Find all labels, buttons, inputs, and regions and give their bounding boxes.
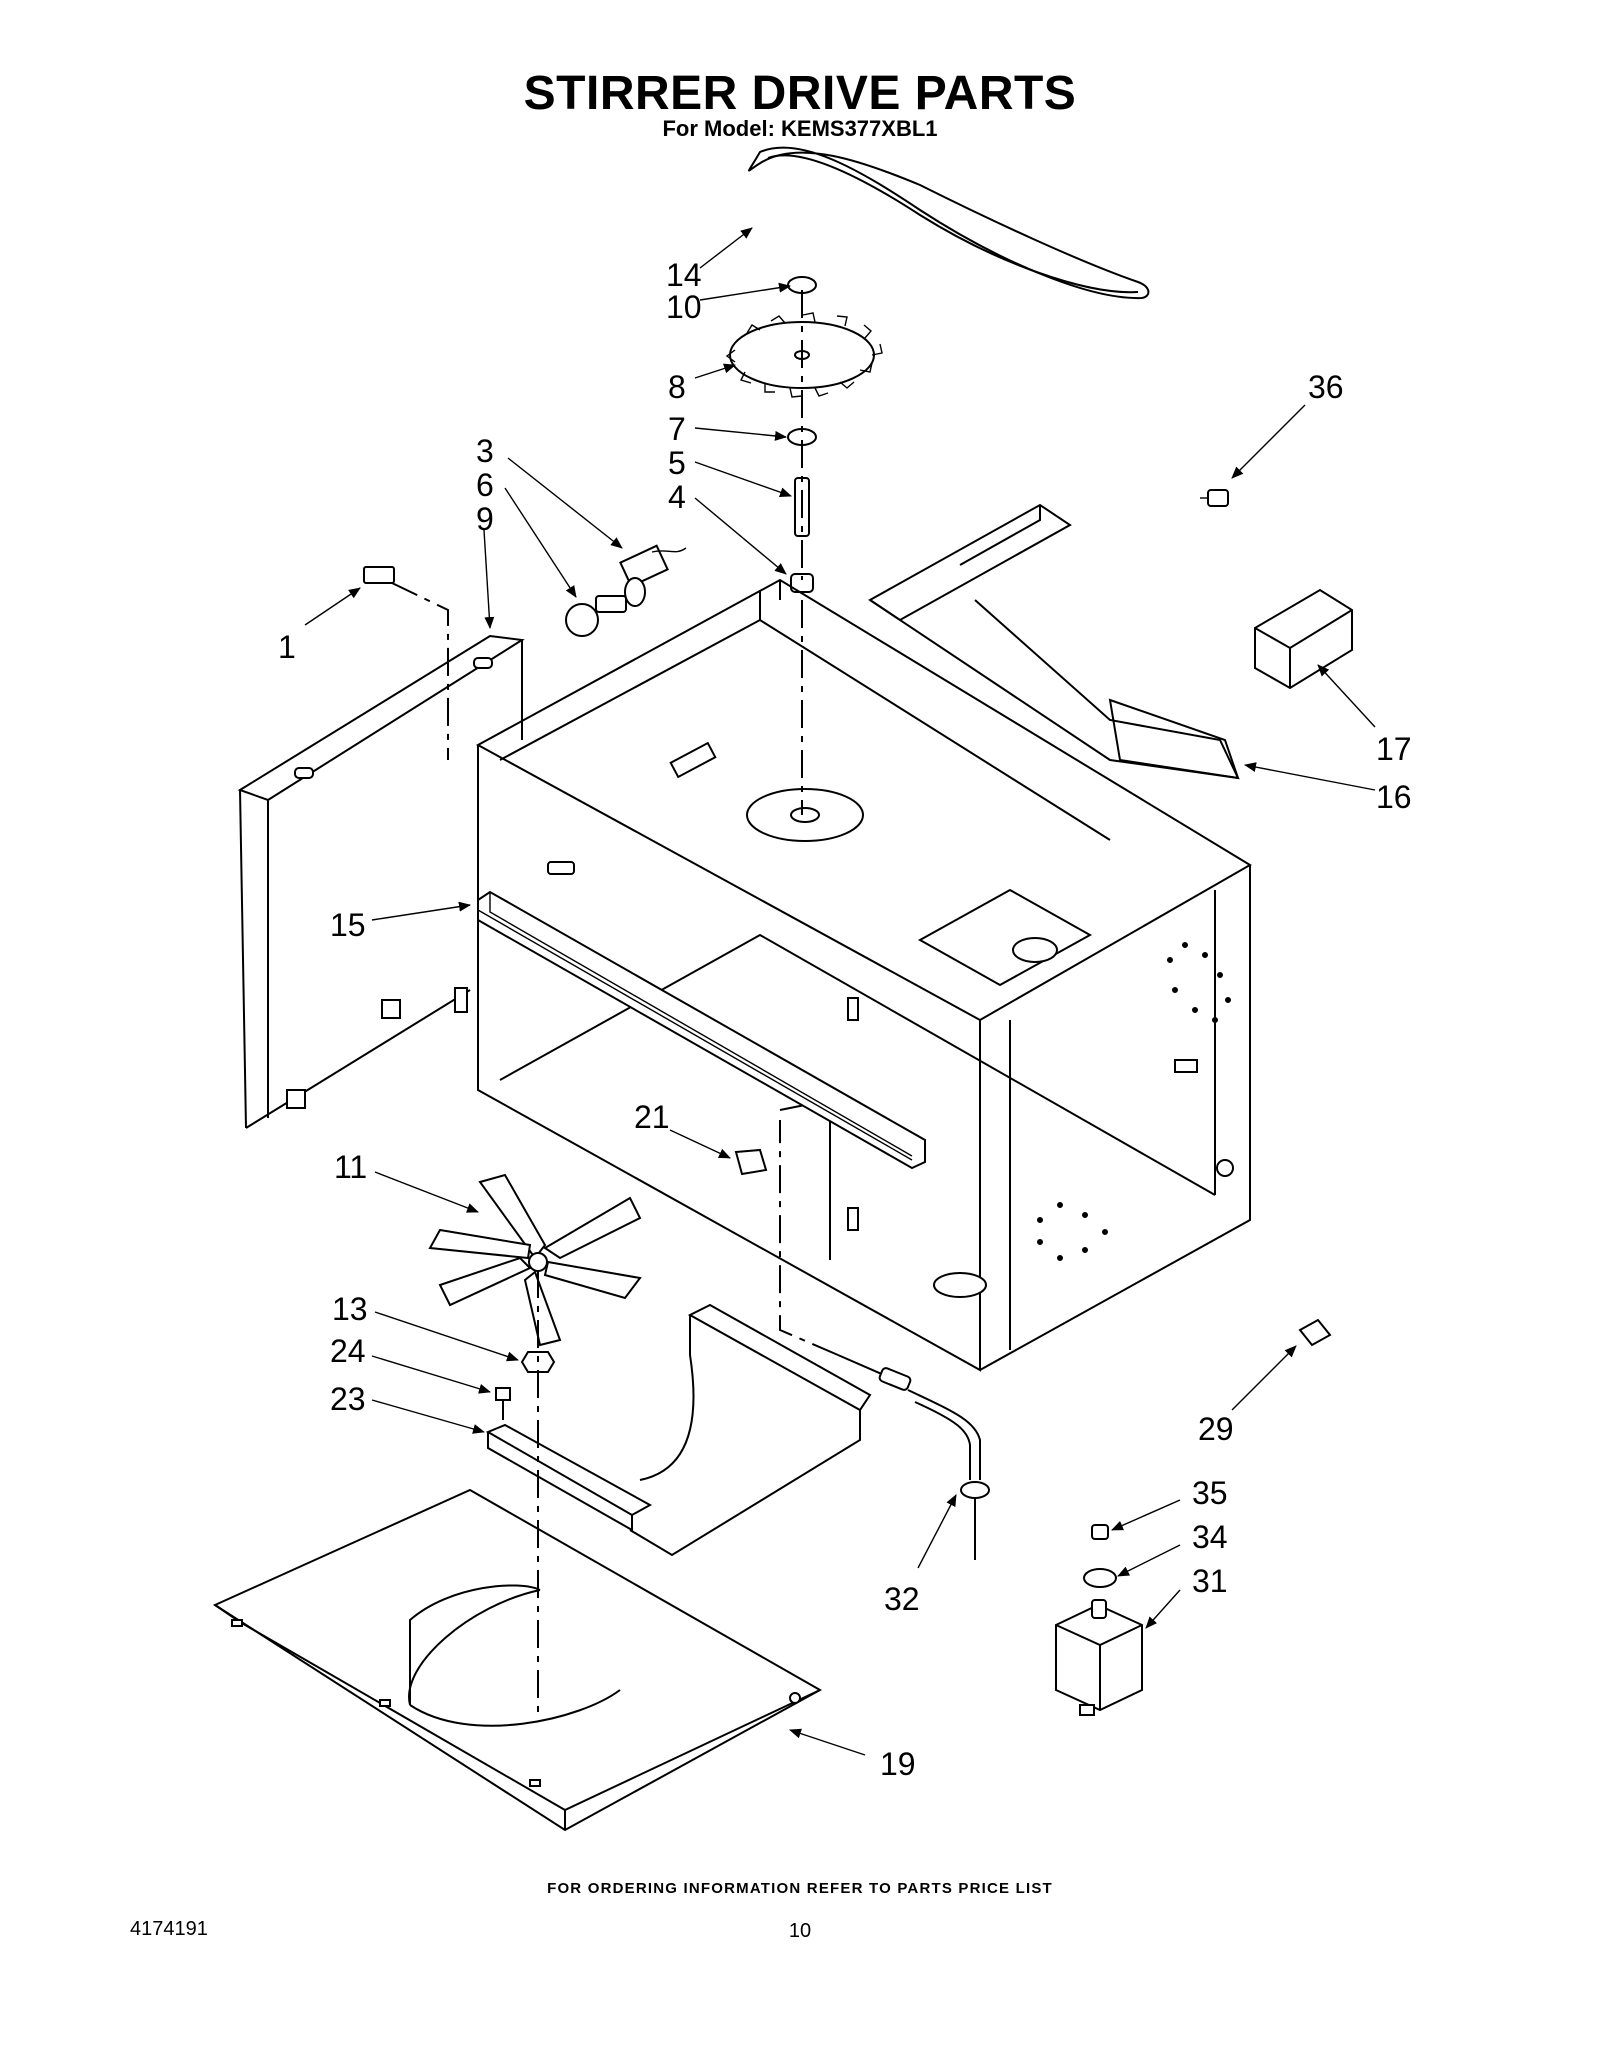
left-panel-part (237, 582, 525, 1129)
callout-1: 1 (278, 629, 296, 665)
stirrer-fan-part (428, 1173, 642, 1347)
callout-3: 3 (476, 433, 494, 469)
callout-24: 24 (330, 1333, 366, 1369)
callout-35: 35 (1192, 1475, 1228, 1511)
temperature-probe-part (779, 1120, 990, 1560)
ordering-note: FOR ORDERING INFORMATION REFER TO PARTS … (547, 1880, 1053, 1897)
callout-19: 19 (880, 1746, 916, 1782)
nut-part-35 (1091, 1524, 1109, 1540)
callout-9: 9 (476, 501, 494, 537)
fastener-part-36 (1200, 489, 1229, 507)
callout-13: 13 (332, 1291, 368, 1327)
belt-part (748, 146, 1150, 300)
callout-6: 6 (476, 467, 494, 503)
callout-7: 7 (668, 411, 686, 447)
lamp-socket-part (565, 544, 687, 637)
duct-bracket-part (868, 503, 1240, 780)
callout-16: 16 (1376, 779, 1412, 815)
callout-21: 21 (634, 1099, 670, 1135)
callout-4: 4 (668, 479, 686, 515)
callout-36: 36 (1308, 369, 1344, 405)
callout-31: 31 (1192, 1563, 1228, 1599)
bolt-part (547, 861, 575, 875)
screw-part-24 (495, 1387, 511, 1420)
stirrer-motor-part (1055, 1599, 1143, 1716)
callout-11: 11 (334, 1149, 367, 1185)
callout-23: 23 (330, 1381, 366, 1417)
callout-34: 34 (1192, 1519, 1228, 1555)
clip-part-29 (1298, 1318, 1332, 1347)
model-subtitle: For Model: KEMS377XBL1 (662, 116, 938, 141)
callout-10: 10 (666, 289, 702, 325)
clip-part-21 (734, 1148, 768, 1176)
stirrer-gear-part (725, 312, 883, 398)
callout-17: 17 (1376, 731, 1412, 767)
bottom-plate-part (212, 1488, 823, 1832)
front-rail-part (477, 890, 926, 1170)
bearing-part (790, 573, 814, 593)
callout-8: 8 (668, 369, 686, 405)
callout-14: 14 (666, 257, 702, 293)
callout-leaders (304, 227, 1376, 1756)
callout-numbers: 14 10 8 7 5 4 3 6 9 1 36 17 16 15 21 11 … (278, 257, 1412, 1782)
page-title: STIRRER DRIVE PARTS (523, 67, 1077, 120)
lower-duct-part (629, 1303, 872, 1557)
mounting-bracket-part-23 (485, 1423, 653, 1532)
callout-5: 5 (668, 445, 686, 481)
callout-29: 29 (1198, 1411, 1234, 1447)
clip-part-1 (363, 566, 395, 584)
callout-32: 32 (884, 1581, 920, 1617)
page-number: 10 (788, 1920, 812, 1942)
document-number: 4174191 (130, 1918, 208, 1940)
coupler-part-34 (1083, 1568, 1117, 1588)
oven-cavity-frame-part (475, 578, 1252, 1372)
foam-block-part (1254, 588, 1353, 690)
callout-15: 15 (330, 907, 366, 943)
